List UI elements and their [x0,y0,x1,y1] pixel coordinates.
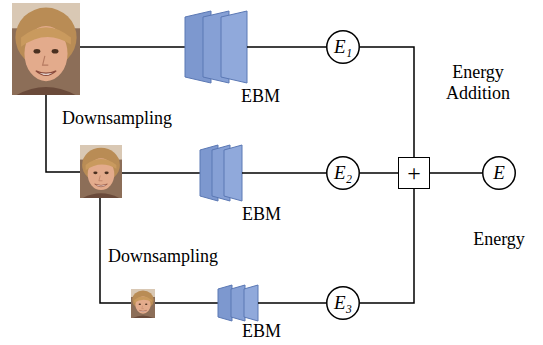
energy-connector [430,172,482,174]
ebm-block: EBM [218,285,258,321]
node-symbol: E₂ [326,156,360,190]
energy-connector [242,172,326,174]
node-symbol: E [482,156,516,190]
face-image [80,145,122,198]
node-caption: EBM [241,87,280,107]
ebm-layer [221,11,247,83]
sum-box: + [398,157,430,189]
energy-circle: E₁ [326,30,360,64]
ebm-block: EBM [200,145,242,201]
circle-outline [483,157,516,190]
node-symbol: E₃ [326,286,360,320]
operation-label: Energy Addition [436,62,520,103]
energy-connector [247,46,326,48]
input-line [122,172,200,174]
circle-outline [327,287,360,320]
ebm-layer [231,285,245,321]
step-label: Downsampling [108,246,218,267]
energy-circle: E₂ [326,156,360,190]
downsample-line [46,95,80,172]
energy-connector [360,172,398,174]
ebm-block: EBM [185,11,247,83]
face-image [131,289,155,318]
input-line [80,46,185,48]
node-symbol: + [399,158,429,188]
energy-circle: EEnergy [482,156,516,190]
ebm-layer [218,285,232,321]
ebm-layer [244,285,258,321]
step-label: Downsampling [62,108,172,129]
node-caption: EBM [242,205,281,225]
node-caption: Energy [473,230,525,250]
node-symbol: E₁ [326,30,360,64]
circle-outline [327,157,360,190]
energy-circle: E₃ [326,286,360,320]
energy-connector [360,189,414,303]
face-image [12,3,80,95]
ebm-layer [224,145,242,201]
energy-connector [360,47,414,157]
circle-outline [327,31,360,64]
node-caption: EBM [242,322,281,342]
input-line [155,302,218,304]
energy-connector [258,302,326,304]
